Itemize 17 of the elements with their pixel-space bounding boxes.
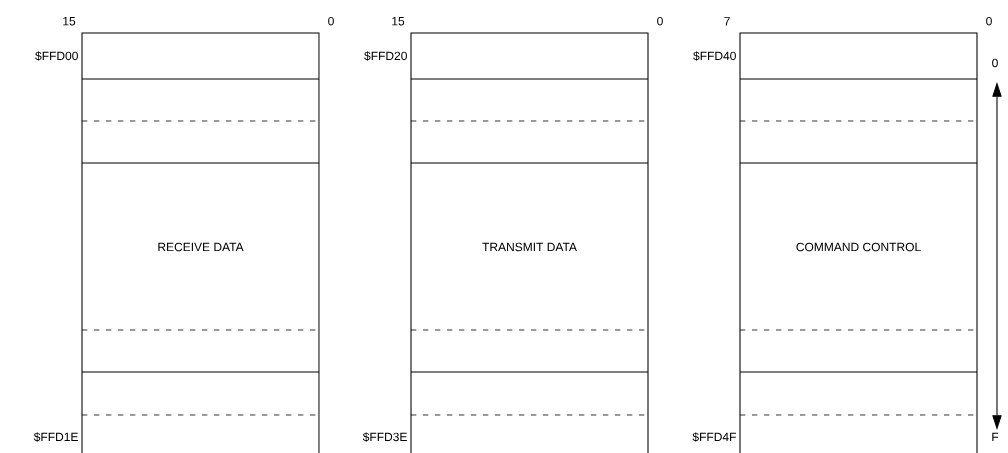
- bit-number: 0: [328, 16, 334, 26]
- address-label: $FFD20: [364, 51, 407, 61]
- address-label: $FFD1E: [33, 432, 78, 442]
- bit-number: 15: [392, 17, 405, 26]
- register-block: COMMAND CONTROL: [739, 32, 978, 453]
- bit-number: 0: [986, 16, 992, 26]
- register-block: RECEIVE DATA: [81, 32, 320, 453]
- bit-number: 7: [724, 17, 730, 26]
- range-label: F: [992, 432, 999, 442]
- bit-number: 0: [657, 16, 663, 26]
- address-label: $FFD40: [693, 51, 736, 61]
- address-label: $FFD00: [35, 51, 78, 61]
- address-label: $FFD3E: [362, 432, 407, 442]
- bit-number: 15: [63, 17, 76, 26]
- register-block: TRANSMIT DATA: [410, 32, 649, 453]
- range-label: 0: [992, 58, 998, 68]
- address-label: $FFD4F: [692, 432, 736, 442]
